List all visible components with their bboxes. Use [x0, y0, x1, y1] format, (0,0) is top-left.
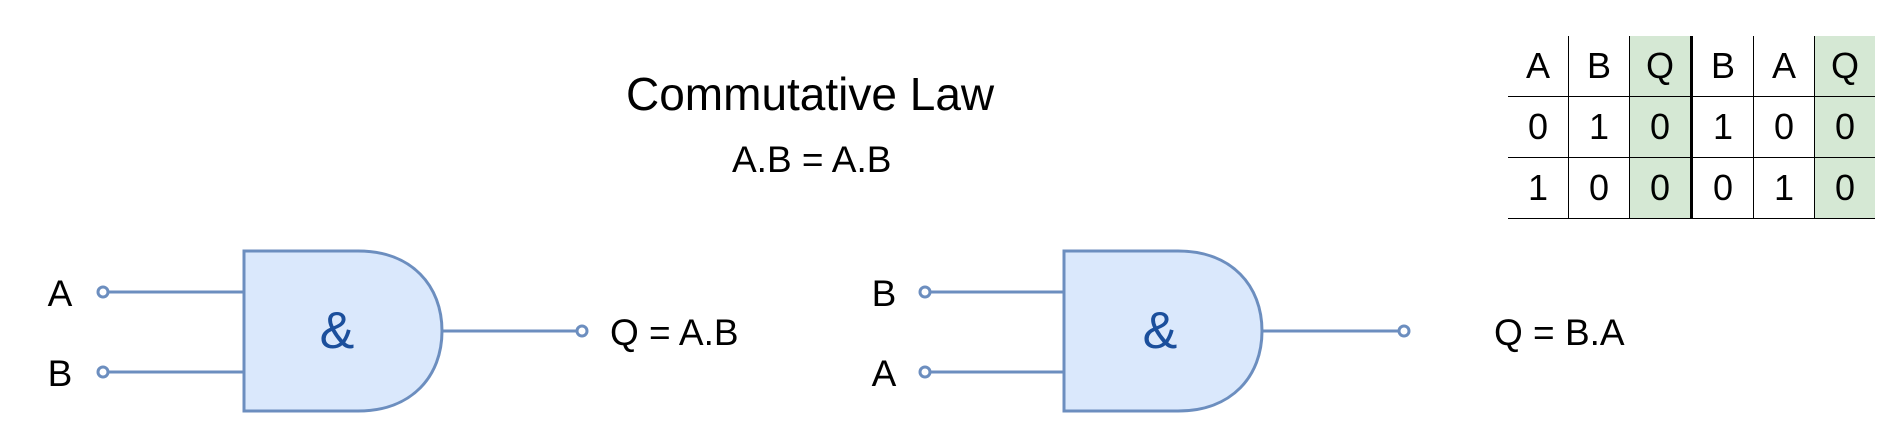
- truth-table-cell: Q: [1814, 36, 1875, 97]
- input-pin-1: [96, 285, 110, 299]
- truth-table-cell: 0: [1690, 157, 1754, 219]
- input-pin-2: [918, 365, 932, 379]
- input-label-1: A: [48, 273, 73, 314]
- output-pin: [1397, 324, 1411, 338]
- truth-table-cell: 1: [1690, 96, 1754, 158]
- input-label-2: B: [48, 353, 73, 394]
- truth-table-cell: 0: [1629, 96, 1692, 158]
- output-label: Q = A.B: [610, 312, 739, 353]
- truth-table-cell: 1: [1568, 96, 1630, 158]
- truth-table-cell: 0: [1568, 157, 1630, 219]
- truth-table-header-row: A B Q B A Q: [1508, 36, 1875, 97]
- input-pin-1: [918, 285, 932, 299]
- truth-table-cell: 0: [1814, 96, 1875, 158]
- truth-table-row: 1 0 0 0 1 0: [1508, 157, 1875, 219]
- truth-table-cell: B: [1690, 36, 1754, 97]
- input-label-1: B: [872, 273, 897, 314]
- and-gate-1: & A B Q = A.B: [48, 249, 739, 413]
- and-symbol: &: [320, 302, 355, 360]
- truth-table-cell: 0: [1629, 157, 1692, 219]
- gate-body: [242, 249, 444, 413]
- truth-table-cell: 1: [1753, 157, 1815, 219]
- truth-table-cell: 0: [1508, 96, 1569, 158]
- and-symbol: &: [1143, 302, 1178, 360]
- input-pin-2: [96, 365, 110, 379]
- truth-table-cell: 1: [1508, 157, 1569, 219]
- output-label: Q = B.A: [1494, 312, 1625, 353]
- truth-table-cell: 0: [1814, 157, 1875, 219]
- truth-table-cell: A: [1525, 45, 1550, 86]
- and-gate-2: & B A Q = B.A: [872, 249, 1625, 413]
- truth-table-cell: A: [1753, 36, 1815, 97]
- truth-table-cell: Q: [1629, 36, 1692, 97]
- output-pin: [575, 324, 589, 338]
- truth-table: A B Q B A Q 0 1 0 1 0 0 1 0 0 0 1 0: [1508, 36, 1875, 219]
- diagram-title: Commutative Law: [626, 68, 995, 120]
- input-label-2: A: [872, 353, 897, 394]
- truth-table-cell: 0: [1753, 96, 1815, 158]
- gate-body: [1062, 249, 1264, 413]
- truth-table-row: 0 1 0 1 0 0: [1508, 96, 1875, 158]
- equation-label: A.B = A.B: [732, 139, 892, 180]
- truth-table-cell: B: [1568, 36, 1630, 97]
